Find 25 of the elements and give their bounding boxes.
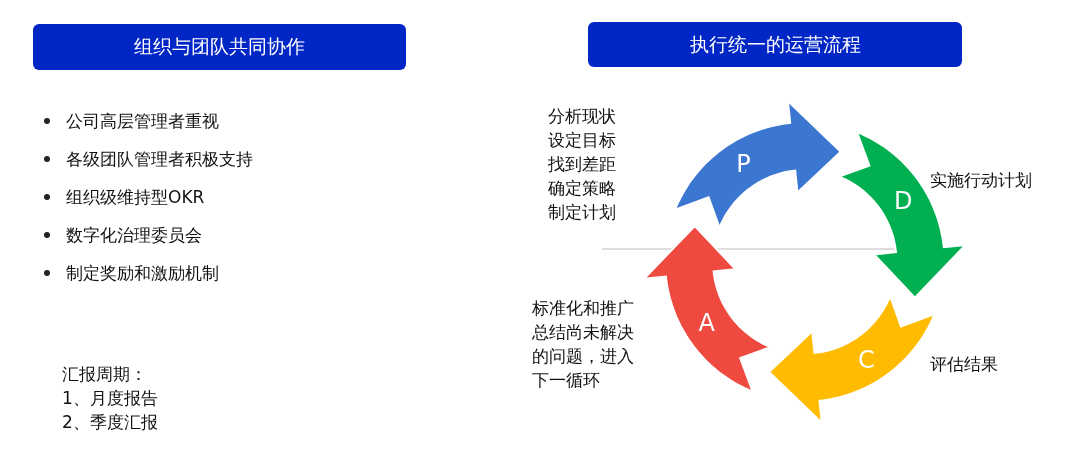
bullet-item: 数字化治理委员会 xyxy=(66,224,202,247)
phase-letter: P xyxy=(736,149,751,178)
bullet-item: 组织级维持型OKR xyxy=(66,186,205,209)
phase-letter: C xyxy=(858,346,875,375)
step-description: 制定计划 xyxy=(548,201,616,224)
bullet-item: 公司高层管理者重视 xyxy=(66,110,219,133)
step-description: 找到差距 xyxy=(548,153,616,176)
report-note: 1、月度报告 xyxy=(62,387,158,410)
step-description: 总结尚未解决的问题，进入下一循环 xyxy=(532,321,635,392)
phase-letter: D xyxy=(894,186,913,215)
step-description: 设定目标 xyxy=(548,129,616,152)
step-description: 确定策略 xyxy=(548,177,616,200)
section-header: 组织与团队共同协作 xyxy=(33,24,406,70)
section-header: 执行统一的运营流程 xyxy=(588,22,962,67)
phase-segment xyxy=(643,226,771,392)
report-note: 2、季度汇报 xyxy=(62,411,158,434)
report-note: 汇报周期： xyxy=(62,363,147,386)
step-description: 标准化和推广 xyxy=(532,297,635,320)
phase-letter: A xyxy=(698,309,715,338)
step-description: 评估结果 xyxy=(930,353,998,376)
phase-segment xyxy=(675,100,841,228)
step-description: 分析现状 xyxy=(548,105,616,128)
bullet-item: 制定奖励和激励机制 xyxy=(66,262,219,285)
bullet-item: 各级团队管理者积极支持 xyxy=(66,148,253,171)
step-description: 实施行动计划 xyxy=(930,169,1032,192)
